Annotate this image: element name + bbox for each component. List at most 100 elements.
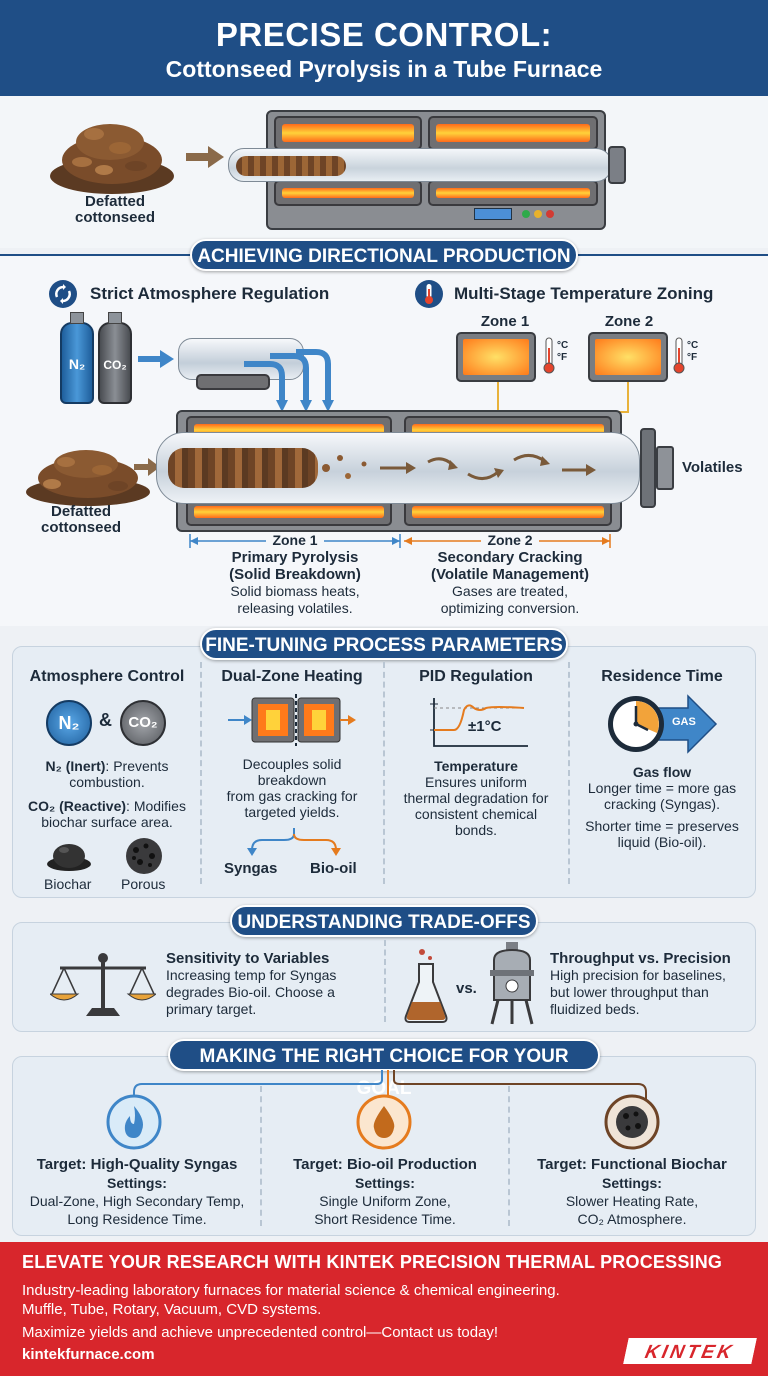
zone1-title-line1: Primary Pyrolysis <box>231 549 359 566</box>
throughput-block: Throughput vs. Precision High precision … <box>550 950 731 1018</box>
main-feed-arrow-icon <box>134 458 160 476</box>
biochar-label: Biochar <box>44 876 92 892</box>
dual-zone-split-arrows-icon <box>247 828 341 856</box>
pid-description: Ensures uniform thermal degradation for … <box>386 774 566 838</box>
footer-banner: ELEVATE YOUR RESEARCH WITH KINTEK PRECIS… <box>0 1242 768 1376</box>
goal-biooil-target: Target: Bio-oil Production <box>293 1156 477 1173</box>
footer-url-link[interactable]: kintekfurnace.com <box>22 1346 155 1363</box>
goal-syngas-target: Target: High-Quality Syngas <box>36 1156 238 1173</box>
controller-zone1-label: Zone 1 <box>480 313 530 330</box>
goal-biochar-line2: CO₂ Atmosphere. <box>577 1211 687 1227</box>
dual-line2: breakdown <box>257 772 327 788</box>
tradeoffs-divider <box>384 940 386 1022</box>
footer-line3: Maximize yields and achieve unprecedente… <box>22 1324 499 1341</box>
zone2-desc-line2: optimizing conversion. <box>440 600 580 616</box>
goal-biooil: Target: Bio-oil Production Settings: Sin… <box>264 1156 506 1228</box>
controller-zone2 <box>588 332 668 382</box>
intro-tube-endcap <box>608 146 626 184</box>
co2-text2: biochar surface area. <box>41 814 173 830</box>
params-heading: FINE-TUNING PROCESS PARAMETERS <box>200 628 568 660</box>
biochar-target-icon <box>604 1094 660 1150</box>
main-cottonseed-pile-icon <box>26 450 150 506</box>
pid-tolerance: ±1°C <box>468 718 502 735</box>
zone2-thermometer-icon <box>673 337 685 374</box>
residence-line1: Longer time = more gas <box>587 780 737 796</box>
recycle-icon <box>49 280 77 308</box>
biochar-icon <box>47 844 91 871</box>
goal-biooil-settings: Settings: <box>355 1175 415 1191</box>
intro-feed-label: Defatted cottonseed <box>60 194 170 226</box>
co2-bold-label: CO₂ (Reactive) <box>28 798 127 814</box>
page-subtitle: Cottonseed Pyrolysis in a Tube Furnace <box>165 56 603 82</box>
co2-cylinder-label: CO₂ <box>103 358 127 372</box>
zone1-thermometer-icon <box>543 337 555 374</box>
co2-description: CO₂ (Reactive): Modifies biochar surface… <box>16 798 198 830</box>
intro-heater-2 <box>428 116 598 150</box>
residence-description: Longer time = more gas cracking (Syngas)… <box>570 780 754 850</box>
footer-line1: Industry-leading laboratory furnaces for… <box>22 1282 560 1299</box>
volatile-flow-arrows-icon <box>322 454 596 480</box>
fluidized-bed-reactor-icon <box>490 942 534 1025</box>
feed-arrow-icon <box>186 146 224 168</box>
kintek-logo: KINTEK <box>623 1338 757 1364</box>
sensitivity-line2: degrades Bio-oil. Choose a <box>166 984 335 1000</box>
intro-feed-label-line1: Defatted <box>84 193 145 210</box>
goals-divider-2 <box>508 1086 510 1226</box>
page-title: PRECISE CONTROL: <box>215 16 553 53</box>
goal-biooil-line2: Short Residence Time. <box>314 1211 456 1227</box>
goal-syngas-settings: Settings: <box>107 1175 167 1191</box>
zone2-unit-f: °F <box>687 352 698 363</box>
pid-line4: bonds. <box>454 822 498 838</box>
sensitivity-block: Sensitivity to Variables Increasing temp… <box>166 950 336 1018</box>
syngas-label: Syngas <box>224 860 278 877</box>
throughput-title: Throughput vs. Precision <box>550 950 731 967</box>
pid-subtitle: Temperature <box>434 758 518 774</box>
n2-badge: N₂ <box>46 700 92 746</box>
zone2-title-line2: (Volatile Management) <box>430 566 590 583</box>
n2-text: : Prevents <box>105 758 169 774</box>
main-feed-label-line1: Defatted <box>50 503 111 520</box>
co2-badge: CO₂ <box>120 700 166 746</box>
directional-heading: ACHIEVING DIRECTIONAL PRODUCTION <box>190 239 578 271</box>
goal-biooil-line1: Single Uniform Zone, <box>319 1193 451 1209</box>
vs-label: vs. <box>456 980 477 997</box>
zone1-unit-f: °F <box>557 352 568 363</box>
residence-title: Residence Time <box>601 668 723 685</box>
residence-subtitle: Gas flow <box>632 764 692 780</box>
porous-label: Porous <box>121 876 166 892</box>
pid-line3: consistent chemical <box>414 806 538 822</box>
sensitivity-line1: Increasing temp for Syngas <box>166 967 337 983</box>
co2-cylinder-icon <box>98 322 132 404</box>
n2-text2: combustion. <box>69 774 145 790</box>
intro-heater-3 <box>274 180 422 206</box>
co2-valve-icon <box>108 312 122 324</box>
balance-scale-icon <box>50 953 156 1016</box>
n2-valve-icon <box>70 312 84 324</box>
sensitivity-line3: primary target. <box>166 1001 257 1017</box>
residence-line4: liquid (Bio-oil). <box>617 834 707 850</box>
gas-inlet-arrow-icon <box>138 350 174 368</box>
footer-line2: Muffle, Tube, Rotary, Vacuum, CVD system… <box>22 1301 322 1318</box>
goals-heading: MAKING THE RIGHT CHOICE FOR YOUR GOAL <box>168 1039 600 1099</box>
pid-response-chart-icon <box>430 698 528 747</box>
tradeoffs-heading: UNDERSTANDING TRADE-OFFS <box>230 905 538 937</box>
main-tube-flange <box>656 446 674 490</box>
zone1-desc-line1: Solid biomass heats, <box>230 583 360 599</box>
pid-line2: thermal degradation for <box>403 790 549 806</box>
dual-line3: from gas cracking for <box>226 788 358 804</box>
intro-controller-display <box>474 208 512 220</box>
zone2-title-line1: Secondary Cracking <box>437 549 583 566</box>
gas-distribution-arrows-icon <box>244 349 334 412</box>
goal-biochar: Target: Functional Biochar Settings: Slo… <box>512 1156 752 1228</box>
throughput-line2: but lower throughput than <box>550 984 709 1000</box>
clock-gas-icon <box>608 694 718 754</box>
intro-led-green <box>522 210 530 218</box>
main-feed-label: Defatted cottonseed <box>26 504 136 536</box>
residence-line2: cracking (Syngas). <box>604 796 720 812</box>
zone2-unit-c: °C <box>687 340 699 351</box>
atmosphere-control-title: Atmosphere Control <box>29 668 185 685</box>
zone1-description: Zone 1 Primary Pyrolysis (Solid Breakdow… <box>200 532 390 617</box>
goals-divider-1 <box>260 1086 262 1226</box>
temperature-zoning-title: Multi-Stage Temperature Zoning <box>454 284 714 303</box>
intro-heater-4 <box>428 180 598 206</box>
